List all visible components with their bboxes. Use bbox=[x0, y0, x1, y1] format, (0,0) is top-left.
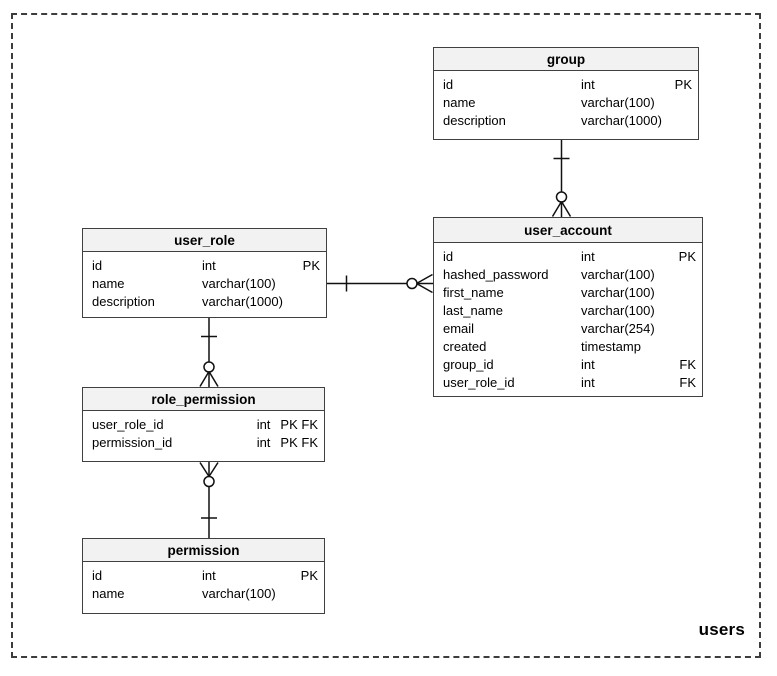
table-row: id int PK bbox=[434, 248, 702, 266]
column-type: varchar(1000) bbox=[581, 113, 662, 128]
table-body: id int PK hashed_password varchar(100) f… bbox=[434, 243, 702, 392]
column-type: int bbox=[256, 417, 271, 432]
column-key: PK bbox=[678, 249, 696, 264]
column-name: name bbox=[443, 95, 476, 110]
column-key: FK bbox=[679, 357, 696, 372]
table-title[interactable]: group bbox=[434, 48, 698, 71]
table-row: id int PK bbox=[83, 257, 326, 275]
table-row: permission_id int PK FK bbox=[83, 434, 324, 452]
column-name: id bbox=[443, 249, 454, 264]
column-type: int bbox=[581, 249, 595, 264]
crow-foot bbox=[416, 273, 433, 294]
table-row: id int PK bbox=[434, 76, 698, 94]
column-key: PK FK bbox=[280, 435, 318, 450]
column-type: varchar(100) bbox=[581, 95, 655, 110]
column-type: varchar(100) bbox=[202, 276, 276, 291]
table-row: description varchar(1000) bbox=[83, 293, 326, 311]
table-row: last_name varchar(100) bbox=[434, 302, 702, 320]
entity-table-permission[interactable]: permission id int PK name varchar(100) bbox=[82, 538, 325, 614]
column-name: created bbox=[443, 339, 487, 354]
crow-foot bbox=[551, 201, 572, 217]
column-type: int bbox=[581, 357, 595, 372]
table-title[interactable]: user_account bbox=[434, 218, 702, 243]
column-type: timestamp bbox=[581, 339, 641, 354]
column-name: id bbox=[92, 568, 103, 583]
column-name: user_role_id bbox=[92, 417, 164, 432]
column-name: email bbox=[443, 321, 475, 336]
column-key: PK FK bbox=[280, 417, 318, 432]
table-row: id int PK bbox=[83, 567, 324, 585]
column-type: int bbox=[581, 375, 595, 390]
entity-table-role-permission[interactable]: role_permission user_role_id int PK FK p… bbox=[82, 387, 325, 462]
table-row: first_name varchar(100) bbox=[434, 284, 702, 302]
column-type: varchar(100) bbox=[202, 586, 276, 601]
entity-table-user-account[interactable]: user_account id int PK hashed_password v… bbox=[433, 217, 703, 397]
column-name: name bbox=[92, 586, 125, 601]
table-row: description varchar(1000) bbox=[434, 112, 698, 130]
column-type: varchar(1000) bbox=[202, 294, 283, 309]
relationship-user_role-user_account[interactable] bbox=[327, 273, 433, 294]
relationship-permission-role_permission[interactable] bbox=[199, 462, 219, 538]
table-row: name varchar(100) bbox=[434, 94, 698, 112]
cardinality-zero-circle bbox=[203, 475, 215, 488]
column-key: FK bbox=[679, 375, 696, 390]
table-row: created timestamp bbox=[434, 338, 702, 356]
table-row: email varchar(254) bbox=[434, 320, 702, 338]
table-row: user_role_id int PK FK bbox=[83, 416, 324, 434]
column-name: name bbox=[92, 276, 125, 291]
column-name: permission_id bbox=[92, 435, 173, 450]
table-title[interactable]: user_role bbox=[83, 229, 326, 252]
column-key: PK bbox=[302, 258, 320, 273]
relationship-user_role-role_permission[interactable] bbox=[199, 318, 219, 387]
column-type: int bbox=[256, 435, 271, 450]
table-body: id int PK name varchar(100) bbox=[83, 562, 324, 603]
column-name: first_name bbox=[443, 285, 504, 300]
cardinality-zero-circle bbox=[555, 191, 568, 203]
crow-foot bbox=[199, 371, 219, 387]
table-title[interactable]: permission bbox=[83, 539, 324, 562]
crow-foot bbox=[199, 462, 219, 477]
column-type: varchar(100) bbox=[581, 285, 655, 300]
column-name: user_role_id bbox=[443, 375, 515, 390]
column-name: group_id bbox=[443, 357, 494, 372]
column-type: int bbox=[202, 258, 216, 273]
column-name: description bbox=[443, 113, 506, 128]
column-type: int bbox=[202, 568, 216, 583]
column-type: varchar(100) bbox=[581, 267, 655, 282]
table-row: hashed_password varchar(100) bbox=[434, 266, 702, 284]
schema-name-label: users bbox=[698, 620, 745, 639]
column-name: description bbox=[92, 294, 155, 309]
entity-table-user-role[interactable]: user_role id int PK name varchar(100) de… bbox=[82, 228, 327, 318]
cardinality-zero-circle bbox=[203, 361, 215, 373]
table-row: user_role_id int FK bbox=[434, 374, 702, 392]
table-body: id int PK name varchar(100) description … bbox=[434, 71, 698, 130]
column-type: varchar(100) bbox=[581, 303, 655, 318]
table-row: name varchar(100) bbox=[83, 585, 324, 603]
schema-boundary bbox=[11, 13, 761, 658]
table-row: group_id int FK bbox=[434, 356, 702, 374]
column-name: last_name bbox=[443, 303, 503, 318]
column-name: id bbox=[443, 77, 454, 92]
entity-table-group[interactable]: group id int PK name varchar(100) descri… bbox=[433, 47, 699, 140]
column-type: int bbox=[581, 77, 595, 92]
relationship-group-user_account[interactable] bbox=[551, 140, 572, 217]
column-key: PK bbox=[300, 568, 318, 583]
column-type: varchar(254) bbox=[581, 321, 655, 336]
column-name: hashed_password bbox=[443, 267, 549, 282]
table-row: name varchar(100) bbox=[83, 275, 326, 293]
column-key: PK bbox=[674, 77, 692, 92]
table-title[interactable]: role_permission bbox=[83, 388, 324, 411]
table-body: id int PK name varchar(100) description … bbox=[83, 252, 326, 311]
table-body: user_role_id int PK FK permission_id int… bbox=[83, 411, 324, 452]
cardinality-zero-circle bbox=[406, 277, 418, 290]
column-name: id bbox=[92, 258, 103, 273]
